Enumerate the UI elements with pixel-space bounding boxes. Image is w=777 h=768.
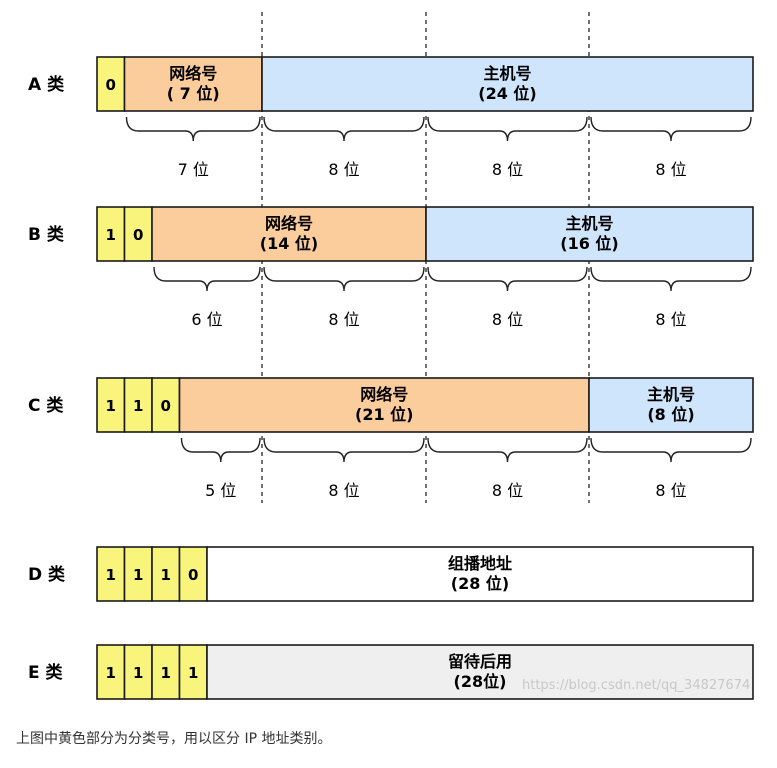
class-label: D 类 bbox=[28, 564, 66, 585]
class-bit: 1 bbox=[106, 664, 116, 682]
class-bit-cell bbox=[123, 377, 153, 433]
network-segment bbox=[178, 377, 590, 433]
caption: 上图中黄色部分为分类号，用以区分 IP 地址类别。 bbox=[16, 731, 332, 747]
segment-bits: ( 7 位) bbox=[167, 84, 220, 103]
segment-bits: (8 位) bbox=[647, 405, 694, 424]
segment-bits: (14 位) bbox=[260, 234, 318, 253]
segment-bits: (28位) bbox=[454, 672, 507, 691]
class-row: A 类 0 网络号( 7 位) 主机号(24 位) 7 位 8 位 8 位 8 位 bbox=[28, 56, 754, 179]
host-segment bbox=[261, 56, 754, 112]
class-bit-cell bbox=[96, 377, 126, 433]
class-label: B 类 bbox=[28, 224, 65, 245]
class-label: E 类 bbox=[28, 662, 64, 683]
brace-bit-count: 8 位 bbox=[492, 481, 523, 500]
class-bit: 1 bbox=[106, 397, 116, 415]
brace bbox=[263, 116, 425, 142]
brace-bit-count: 8 位 bbox=[655, 160, 686, 179]
class-bit-cell bbox=[151, 644, 181, 700]
brace-bit-count: 8 位 bbox=[655, 481, 686, 500]
class-label: A 类 bbox=[28, 74, 65, 95]
brace bbox=[427, 266, 588, 292]
segment-title: 网络号 bbox=[360, 385, 408, 404]
brace-bit-count: 6 位 bbox=[191, 310, 222, 329]
class-bit: 1 bbox=[133, 664, 143, 682]
host-segment bbox=[588, 377, 754, 433]
class-bit: 0 bbox=[161, 397, 171, 415]
brace-bit-count: 8 位 bbox=[492, 310, 523, 329]
segment-title: 主机号 bbox=[565, 214, 613, 233]
segment-bits: (21 位) bbox=[355, 405, 413, 424]
class-bit: 1 bbox=[106, 566, 116, 584]
brace bbox=[590, 116, 752, 142]
class-bit-cell bbox=[151, 546, 181, 602]
segment-title: 留待后用 bbox=[448, 652, 512, 671]
class-bit-cell bbox=[123, 546, 153, 602]
class-bit-cell bbox=[123, 644, 153, 700]
reserved-segment bbox=[206, 644, 754, 700]
brace bbox=[180, 437, 261, 463]
segment-title: 组播地址 bbox=[448, 554, 512, 573]
class-bit: 0 bbox=[106, 76, 116, 94]
brace bbox=[427, 116, 588, 142]
segment-bits: (28 位) bbox=[451, 574, 509, 593]
brace-bit-count: 8 位 bbox=[328, 310, 359, 329]
brace-bit-count: 8 位 bbox=[328, 481, 359, 500]
class-bit-cell bbox=[178, 546, 208, 602]
segment-title: 网络号 bbox=[265, 214, 313, 233]
brace-bit-count: 7 位 bbox=[178, 160, 209, 179]
brace-bit-count: 8 位 bbox=[492, 160, 523, 179]
segment-bits: (24 位) bbox=[478, 84, 536, 103]
brace bbox=[125, 116, 261, 142]
brace bbox=[590, 437, 752, 463]
brace bbox=[263, 266, 425, 292]
class-bit: 1 bbox=[161, 566, 171, 584]
class-bit-cell bbox=[96, 206, 126, 262]
network-segment bbox=[123, 56, 263, 112]
class-bit: 1 bbox=[133, 566, 143, 584]
brace bbox=[427, 437, 588, 463]
class-bit: 0 bbox=[133, 226, 143, 244]
brace bbox=[590, 266, 752, 292]
class-bit-cell bbox=[96, 644, 126, 700]
segment-title: 主机号 bbox=[483, 64, 531, 83]
class-bit: 0 bbox=[188, 566, 198, 584]
multicast-segment bbox=[206, 546, 754, 602]
segment-bits: (16 位) bbox=[560, 234, 618, 253]
segment-title: 网络号 bbox=[169, 64, 217, 83]
network-segment bbox=[151, 206, 427, 262]
class-bit-cell bbox=[151, 377, 181, 433]
brace-bit-count: 8 位 bbox=[655, 310, 686, 329]
host-segment bbox=[425, 206, 754, 262]
class-bit: 1 bbox=[161, 664, 171, 682]
class-bit: 1 bbox=[188, 664, 198, 682]
watermark: https://blog.csdn.net/qq_34827674 bbox=[522, 678, 750, 693]
class-label: C 类 bbox=[28, 395, 64, 416]
class-bit: 1 bbox=[106, 226, 116, 244]
segment-title: 主机号 bbox=[647, 385, 695, 404]
brace bbox=[153, 266, 261, 292]
brace-bit-count: 5 位 bbox=[205, 481, 236, 500]
class-bit: 1 bbox=[133, 397, 143, 415]
brace-bit-count: 8 位 bbox=[328, 160, 359, 179]
brace bbox=[263, 437, 425, 463]
